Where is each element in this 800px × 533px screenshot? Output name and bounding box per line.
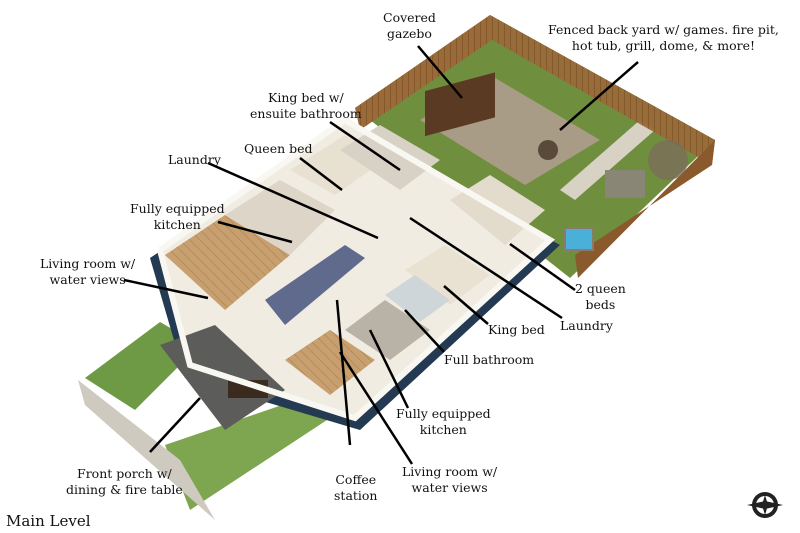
callout-living-top: Living room w/ water views — [40, 256, 135, 288]
leader-king-ensuite — [329, 120, 401, 172]
leader-laundry-top — [207, 161, 379, 240]
callout-line: 2 queen — [575, 281, 626, 296]
callout-living-bottom: Living room w/ water views — [402, 464, 497, 496]
living-room-right-floor — [285, 330, 375, 395]
callout-line: Coffee — [335, 472, 377, 487]
house-walls — [157, 116, 556, 422]
front-walk — [78, 380, 215, 520]
fire-pit — [538, 140, 558, 160]
leader-front-porch — [149, 397, 201, 453]
callout-line: Covered — [383, 10, 436, 25]
hot-tub — [564, 227, 594, 251]
leader-living-top — [123, 278, 209, 300]
callout-line: dining & fire table — [66, 482, 183, 497]
hallway-carpet — [265, 245, 365, 325]
callout-line: water views — [411, 480, 488, 495]
callout-line: station — [334, 488, 378, 503]
callout-line: gazebo — [386, 26, 432, 41]
callout-line: Living room w/ — [402, 464, 498, 479]
leader-full-bath — [404, 309, 445, 353]
leader-kitchen-bottom — [368, 329, 410, 409]
kitchen-right-floor — [345, 300, 430, 360]
leader-two-queen — [509, 242, 576, 292]
callout-line: Queen bed — [244, 141, 313, 156]
callout-line: water views — [49, 272, 126, 287]
callout-kitchen-bottom: Fully equipped kitchen — [396, 406, 491, 438]
grill-cover — [605, 170, 645, 198]
callout-two-queen: 2 queen beds — [575, 281, 626, 313]
callout-backyard: Fenced back yard w/ games. fire pit, hot… — [548, 22, 779, 54]
callout-line: kitchen — [419, 422, 467, 437]
callout-line: King bed — [488, 322, 545, 337]
callout-king-ensuite: King bed w/ ensuite bathroom — [250, 90, 362, 122]
leader-laundry-right — [409, 216, 563, 320]
callout-line: kitchen — [153, 217, 201, 232]
callout-line: Living room w/ — [40, 256, 136, 271]
callout-kitchen-top: Fully equipped kitchen — [130, 201, 225, 233]
callout-line: hot tub, grill, dome, & more! — [571, 38, 756, 53]
full-bath-floor — [385, 275, 450, 322]
leader-kitchen-top — [217, 220, 293, 244]
fence-right — [490, 15, 715, 165]
callout-laundry-top: Laundry — [168, 152, 221, 168]
front-lawn-bottom — [165, 392, 330, 510]
fence-back — [355, 15, 492, 130]
king-ensuite-floor — [340, 125, 440, 190]
callout-gazebo: Covered gazebo — [383, 10, 436, 42]
callout-king-bed: King bed — [488, 322, 545, 338]
leader-living-bottom — [338, 351, 414, 465]
callout-line: ensuite bathroom — [250, 106, 362, 121]
dome — [648, 140, 688, 180]
backyard — [355, 15, 715, 278]
fence-front — [575, 140, 715, 278]
backyard-path — [560, 120, 655, 200]
leader-gazebo — [417, 45, 463, 99]
leader-lines — [123, 45, 639, 465]
callout-line: beds — [585, 297, 616, 312]
callout-full-bath: Full bathroom — [444, 352, 534, 368]
callout-queen-bed: Queen bed — [244, 141, 313, 157]
callout-line: Front porch w/ — [77, 466, 172, 481]
callout-line: Full bathroom — [444, 352, 535, 367]
page-title: Main Level — [6, 512, 91, 530]
callout-front-porch: Front porch w/ dining & fire table — [66, 466, 183, 498]
callout-line: Laundry — [168, 152, 221, 167]
leader-king-bed — [443, 285, 489, 325]
king-room-floor — [405, 245, 490, 305]
callout-line: King bed w/ — [268, 90, 344, 105]
callout-line: Fenced back yard w/ games. fire pit, — [548, 22, 779, 37]
leader-backyard — [559, 61, 639, 131]
gazebo — [425, 72, 495, 137]
leader-queen-bed — [299, 157, 343, 191]
leader-coffee — [335, 299, 352, 446]
callout-coffee: Coffee station — [334, 472, 378, 504]
living-room-left-floor — [165, 215, 290, 310]
callout-line: Laundry — [560, 318, 613, 333]
callout-laundry-right: Laundry — [560, 318, 613, 334]
brand-compass-logo-icon — [747, 492, 783, 518]
kitchen-left-floor — [225, 180, 335, 255]
callout-line: Fully equipped — [396, 406, 491, 421]
callout-line: Fully equipped — [130, 201, 225, 216]
